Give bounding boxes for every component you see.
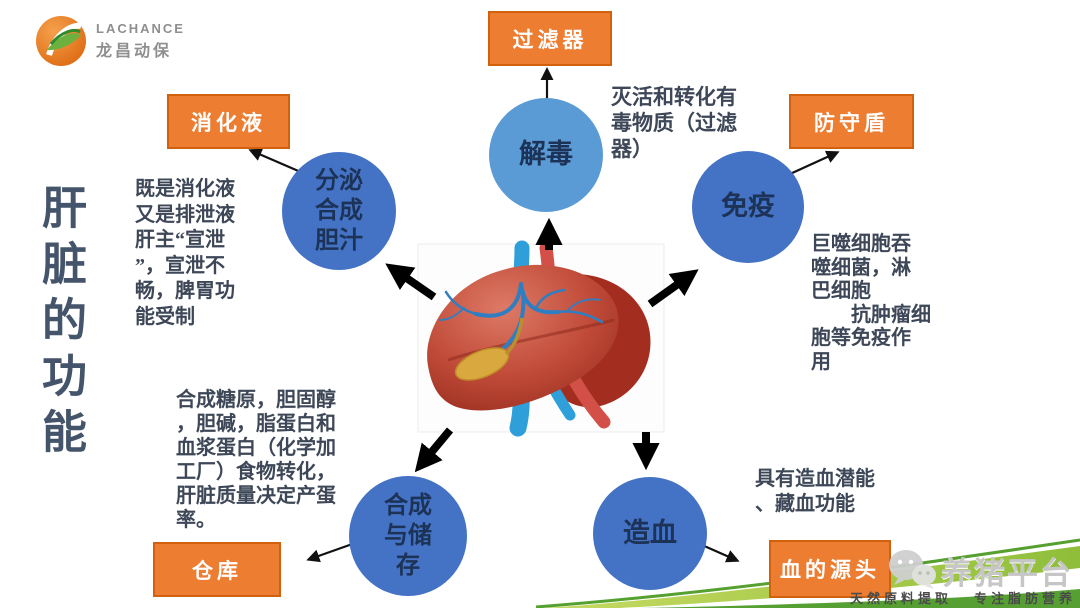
arrow-bile-to-digestive <box>248 148 304 175</box>
thin-arrows <box>248 67 840 563</box>
slogan-right: 专注脂肪营养 <box>974 591 1077 606</box>
note-bile-secretion: 既是消化液 又是排泄液 肝主“宣泄 ”，宣泄不 畅，脾胃功 能受制 <box>135 178 235 328</box>
tag-defense-shield: 防守盾 <box>789 94 914 149</box>
thick-arrows <box>385 217 699 473</box>
liver-illustration <box>417 240 665 437</box>
tag-blood-source: 血的源头 <box>769 540 891 598</box>
node-label: 免疫 <box>721 191 775 222</box>
arrow-blood-to-source <box>701 543 740 563</box>
node-synthesis-storage: 合成 与储 存 <box>349 476 467 596</box>
lachance-logo-icon <box>36 16 86 66</box>
wechat-icon <box>889 550 936 589</box>
logo-text: LACHANCE 龙昌动保 <box>96 21 185 61</box>
slogan-left: 天然原料提取 <box>850 591 953 606</box>
node-label: 分泌 合成 胆汁 <box>315 168 363 254</box>
watermark: 养猪平台 <box>886 547 1073 593</box>
tag-digestive-fluid: 消化液 <box>167 94 290 149</box>
node-hematopoiesis: 造血 <box>593 477 707 590</box>
node-label: 合成 与储 存 <box>384 493 432 579</box>
node-label: 解毒 <box>519 139 573 170</box>
note-detox: 灭活和转化有 毒物质（过滤 器） <box>611 85 737 161</box>
node-bile-secretion: 分泌 合成 胆汁 <box>282 152 396 270</box>
arrow-liver-to-synthesis <box>414 427 454 473</box>
watermark-text: 养猪平台 <box>941 555 1073 591</box>
arrow-liver-to-immune <box>647 269 699 308</box>
arrow-liver-to-bile <box>385 263 437 301</box>
brand-logo: LACHANCE 龙昌动保 <box>34 14 185 68</box>
node-immunity: 免疫 <box>692 151 804 263</box>
tag-filter: 过滤器 <box>488 11 612 66</box>
node-label: 造血 <box>623 517 677 548</box>
note-immunity: 巨噬细胞吞 噬细菌，淋 巴细胞 抗肿瘤细 胞等免疫作 用 <box>811 233 931 373</box>
brand-name-en: LACHANCE <box>96 21 185 36</box>
note-hematopoiesis: 具有造血潜能 、藏血功能 <box>755 468 875 515</box>
footer-slogan: 天然原料提取 专注脂肪营养 <box>850 588 1076 607</box>
note-synthesis-storage: 合成糖原，胆固醇 ，胆碱，脂蛋白和 血浆蛋白（化学加 工厂）食物转化， 肝脏质量… <box>176 389 336 531</box>
page-title: 肝脏的功能 <box>35 184 85 464</box>
tag-warehouse: 仓库 <box>153 542 281 597</box>
arrow-immune-to-shield <box>789 150 840 176</box>
brand-name-cn: 龙昌动保 <box>96 43 173 60</box>
node-detox: 解毒 <box>489 98 603 212</box>
